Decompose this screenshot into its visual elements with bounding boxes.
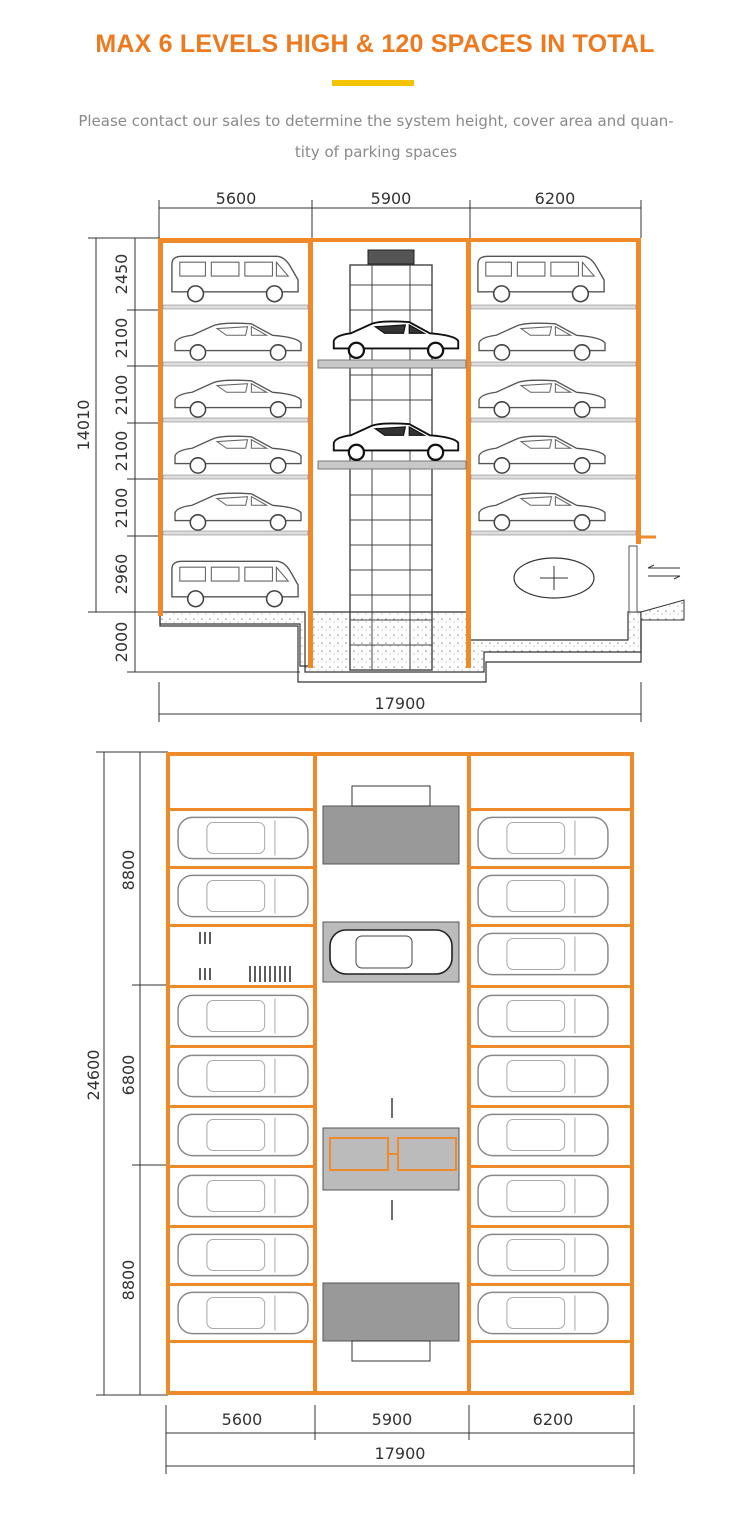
elevation-total-height: 14010 [74,400,93,451]
level-dim-1: 2450 [112,254,131,295]
plan-total-width: 17900 [375,1444,426,1463]
elevation-width-left: 5600 [216,189,257,208]
page-subtitle: Please contact our sales to determine th… [78,112,674,161]
elevation-width-center: 5900 [371,189,412,208]
level-dim-5: 2100 [112,488,131,529]
lift-platform-top [322,805,460,865]
lift-platform-bottom [322,1282,460,1342]
elevation-view: 5600 5900 6200 14010 2450 2100 2100 2100… [74,189,685,722]
plan-width-left: 5600 [222,1410,263,1429]
level-dim-6: 2960 [112,554,131,595]
level-dim-3: 2100 [112,375,131,416]
plan-section-dim-2: 6800 [119,1055,138,1096]
level-dim-4: 2100 [112,431,131,472]
plan-view: 24600 8800 6800 8800 [84,751,635,1474]
plan-section-dim-1: 8800 [119,850,138,891]
plan-total-length: 24600 [84,1050,103,1101]
title-underline [332,80,414,86]
level-dim-2: 2100 [112,318,131,359]
lift-motor [367,249,415,265]
page-title: MAX 6 LEVELS HIGH & 120 SPACES IN TOTAL [95,30,655,58]
plan-section-dim-3: 8800 [119,1260,138,1301]
elevation-total-width: 17900 [375,694,426,713]
elevation-width-right: 6200 [535,189,576,208]
plan-width-center: 5900 [372,1410,413,1429]
plan-width-right: 6200 [533,1410,574,1429]
foundation [159,611,642,673]
pit-depth-dim: 2000 [112,622,131,663]
turntable [513,557,595,599]
